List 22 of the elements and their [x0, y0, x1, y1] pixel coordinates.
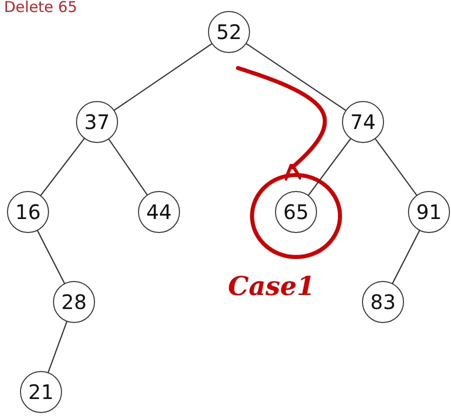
tree-edge	[114, 43, 212, 111]
tree-edge	[392, 230, 420, 284]
tree-node: 16	[7, 191, 49, 233]
tree-edge	[374, 138, 418, 196]
tree-edge	[40, 138, 85, 196]
tree-node: 83	[362, 281, 404, 323]
tree-node: 52	[208, 11, 250, 53]
tree-edge	[308, 138, 352, 196]
tree-node: 74	[342, 101, 384, 143]
tree-node: 65	[275, 191, 317, 233]
title: Delete 65	[4, 0, 78, 15]
tree-node: 21	[20, 371, 62, 413]
tree-node: 91	[408, 191, 450, 233]
tree-edge	[108, 138, 148, 196]
annotation-arrow	[236, 66, 327, 182]
tree-node: 37	[76, 101, 118, 143]
tree-edge	[48, 321, 68, 373]
tree-node: 28	[53, 281, 95, 323]
tree-edge	[246, 43, 346, 111]
handwritten-note: Case1	[228, 272, 315, 302]
tree-node: 44	[138, 191, 180, 233]
tree-edge	[36, 230, 66, 284]
